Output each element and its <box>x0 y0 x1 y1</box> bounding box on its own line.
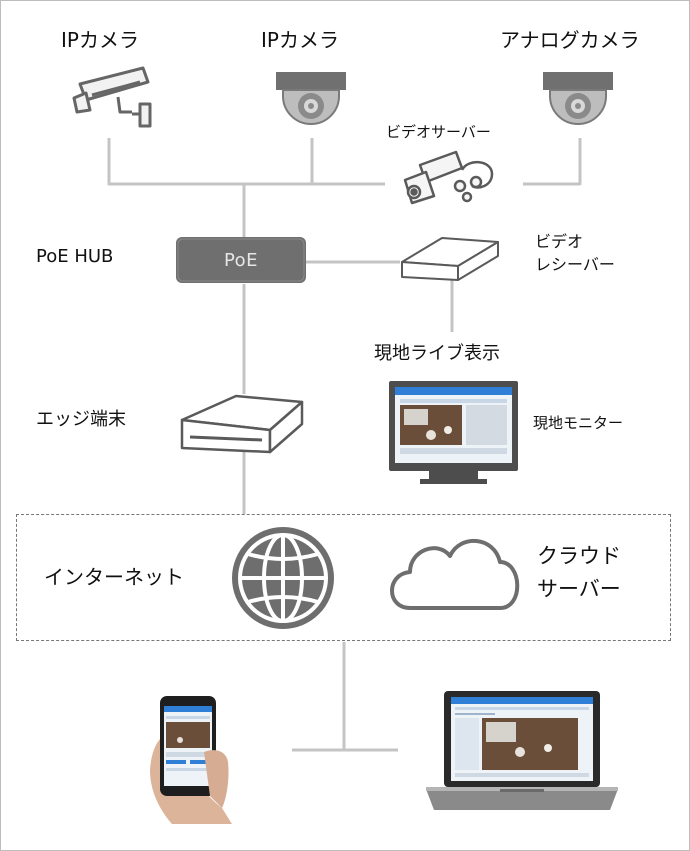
smartphone-icon <box>150 696 232 824</box>
globe-icon <box>232 527 334 629</box>
video-server-icon <box>403 150 494 205</box>
cloud-server-label: クラウド サーバー <box>537 544 621 601</box>
analog-dome-camera-icon <box>543 72 613 125</box>
receiver-box-icon <box>401 237 499 281</box>
ip-camera-2-label: IPカメラ <box>261 28 339 52</box>
dome-camera-icon <box>276 72 346 125</box>
edge-terminal-icon <box>180 394 304 454</box>
box-camera-icon <box>72 66 152 128</box>
laptop-icon <box>426 691 618 810</box>
video-server-label: ビデオサーバー <box>386 123 491 141</box>
ip-camera-1-label: IPカメラ <box>61 28 139 52</box>
monitor-icon <box>389 381 518 484</box>
cloud-icon <box>390 539 520 610</box>
poe-hub-label: PoE HUB <box>36 246 114 267</box>
internet-label: インターネット <box>44 565 184 589</box>
local-live-display-label: 現地ライブ表示 <box>374 343 500 364</box>
poe-hub-device-label: PoE <box>223 249 259 271</box>
internet-cloud-zone <box>16 514 671 641</box>
poe-hub-icon <box>176 237 306 283</box>
local-monitor-label: 現地モニター <box>533 414 624 432</box>
connection-lines <box>107 138 582 752</box>
analog-camera-label: アナログカメラ <box>500 28 640 52</box>
video-receiver-label: ビデオ レシーバー <box>535 232 615 275</box>
edge-terminal-label: エッジ端末 <box>36 409 126 430</box>
